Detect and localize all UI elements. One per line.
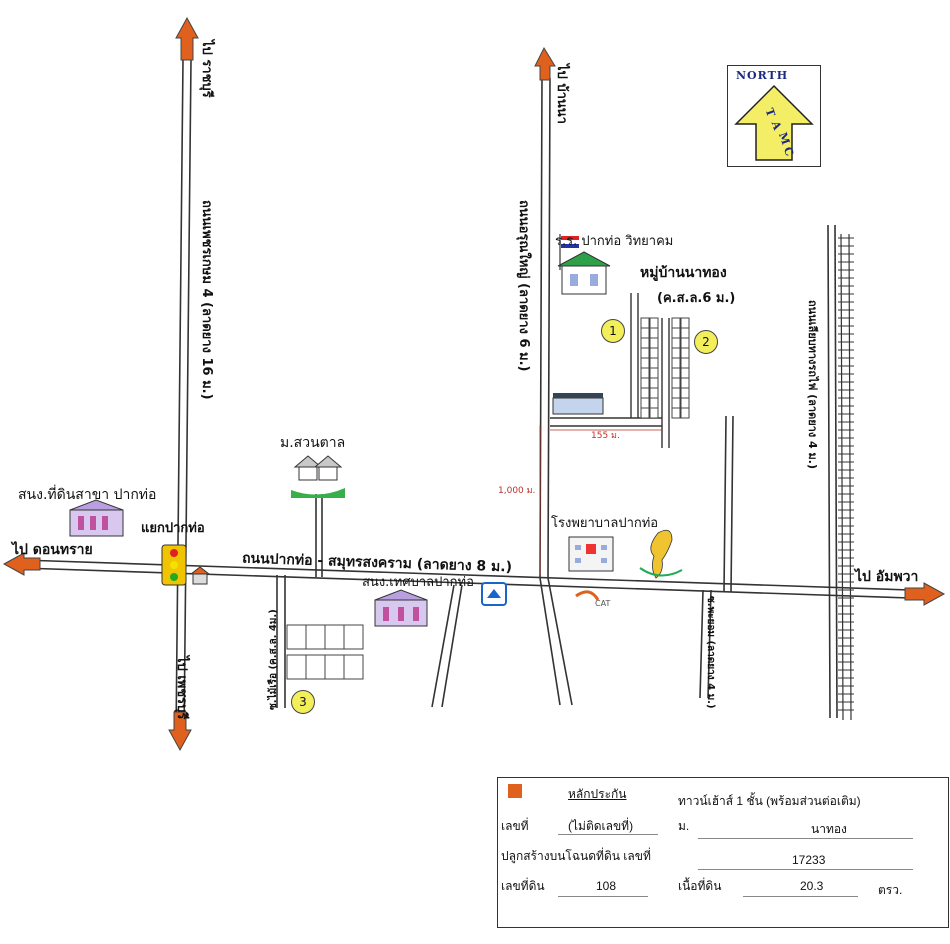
lower-road-name: ซ.พะยอม (ลาดยาง 4 ม.) <box>705 596 716 709</box>
school-label: ร.ร. ปากท่อ วิทยาคม <box>555 234 674 249</box>
legend-label: หลักประกัน <box>568 787 627 801</box>
village-housing-blocks <box>640 317 690 419</box>
hospital-label: โรงพยาบาลปากท่อ <box>551 516 659 531</box>
distance-155-label: 155 ม. <box>591 431 620 441</box>
house-no-value: (ไม่ติดเลขที่) <box>568 819 634 833</box>
village-road-label: (ค.ส.ล.6 ม.) <box>657 291 736 306</box>
hospital-building-icon <box>568 536 614 572</box>
village-name-label: หมู่บ้านนาทอง <box>640 265 727 281</box>
right-road-name: ถนนเลียบทางรถไฟ (ลาดยาง 4 ม.) <box>806 300 819 469</box>
land-no-value: 108 <box>596 879 617 893</box>
arrow-up-icon <box>534 46 556 81</box>
property-info-table: หลักประกัน ทาวน์เฮ้าส์ 1 ชั้น (พร้อมส่วน… <box>497 777 949 928</box>
area-unit: ตรว. <box>878 883 903 897</box>
marker-1: 1 <box>601 319 625 343</box>
area-underline <box>743 896 858 897</box>
bank-logo-icon <box>481 582 507 606</box>
main-road-right-destination: ไป อัมพวา <box>855 569 919 585</box>
row-buildings-icon <box>552 393 604 415</box>
area-label: เนื้อที่ดิน <box>678 879 722 893</box>
phetkasem-bottom-destination: ไป เพชรบุรี <box>174 656 189 720</box>
title-deed-label: ปลูกสร้างบนโฉนดที่ดิน เลขที่ <box>501 849 651 863</box>
phetkasem-top-destination: ไป ราชบุรี <box>199 40 214 98</box>
railway <box>840 233 852 721</box>
distance-1000-label: 1,000 ม. <box>498 486 536 496</box>
soi-housing-blocks <box>286 624 364 680</box>
land-no-label: เลขที่ดิน <box>501 879 545 893</box>
house-no-label: เลขที่ <box>501 819 529 833</box>
traffic-light-icon <box>161 544 187 586</box>
village-roads <box>550 293 670 448</box>
left-soi-name: ซ.ไม้เรือ (ค.ส.ล. 4ม.) <box>268 609 279 710</box>
main-road-left-destination: ไป ดอนทราย <box>12 542 93 558</box>
land-no-underline <box>558 896 648 897</box>
dimension-lines <box>539 425 662 575</box>
thailand-map-icon <box>639 529 683 579</box>
junction-label: แยกปากท่อ <box>141 521 205 536</box>
area-value: 20.3 <box>800 879 824 893</box>
phetkasem-road <box>175 59 192 736</box>
land-office-label: สนง.ที่ดินสาขา ปากท่อ <box>18 487 157 503</box>
title-deed-value: 17233 <box>792 853 826 867</box>
cat-logo-icon <box>575 590 600 601</box>
naruemit-road <box>539 77 551 579</box>
arrow-up-icon <box>175 16 199 61</box>
arrow-right-icon <box>904 582 946 606</box>
collateral-marker-icon <box>508 784 522 798</box>
police-box-icon <box>189 566 211 585</box>
naruemit-road-name: ถนนอรุณใหญ่ (ลาดยาง 6 ม.) <box>516 200 531 372</box>
cat-label: CAT <box>595 599 611 608</box>
lower-roads <box>276 494 712 708</box>
right-road <box>723 224 838 719</box>
house-no-underline <box>558 834 658 835</box>
marker-3: 3 <box>291 690 315 714</box>
suan-tan-label: ม.สวนตาล <box>280 435 346 451</box>
title-deed-underline <box>698 869 913 870</box>
village-houses-icon <box>291 455 345 498</box>
north-title: NORTH <box>736 69 789 82</box>
north-arrow-icon <box>734 84 814 161</box>
land-office-building-icon <box>69 499 124 537</box>
municipal-office-building-icon <box>374 589 428 627</box>
school-icon <box>557 234 611 295</box>
naruemit-top-destination: ไป บ้านนา <box>554 64 569 124</box>
moo-label: ม. <box>678 819 690 833</box>
village-underline <box>698 838 913 839</box>
village-value: นาทอง <box>811 822 847 836</box>
property-type: ทาวน์เฮ้าส์ 1 ชั้น (พร้อมส่วนต่อเติม) <box>678 794 861 808</box>
phetkasem-road-name: ถนนเพชรเกษม 4 (ลาดยาง 16 ม.) <box>199 200 214 400</box>
arrow-down-icon <box>168 711 192 752</box>
arrow-left-icon <box>2 552 41 576</box>
municipal-office-label: สนง.เทศบาลปากท่อ <box>362 575 474 590</box>
marker-2: 2 <box>694 330 718 354</box>
